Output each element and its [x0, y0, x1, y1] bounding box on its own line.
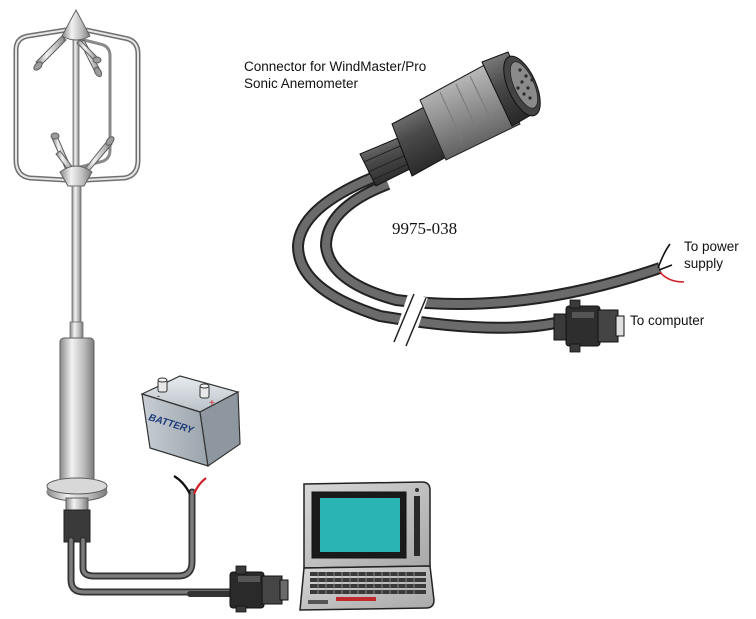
laptop-screen [320, 498, 400, 552]
computer-label: To computer [630, 313, 705, 328]
anemometer-top-hub [61, 8, 91, 41]
laptop [299, 481, 435, 611]
power-label-line2: supply [684, 256, 724, 271]
power-wires [657, 243, 685, 283]
battery-terminals: - + [157, 377, 215, 409]
laptop-serial-connector [229, 565, 289, 613]
battery-side [199, 391, 241, 468]
anemometer-cables [67, 488, 236, 597]
anemometer-mast [71, 185, 82, 337]
anemometer [13, 8, 141, 543]
upper-transducers [33, 35, 103, 78]
connector-label-line1: Connector for WindMaster/Pro [244, 59, 427, 74]
connector-label-line2: Sonic Anemometer [244, 76, 359, 91]
battery: - + BATTERY [140, 375, 241, 468]
laptop-keyboard [310, 572, 426, 594]
svg-text:-: - [157, 391, 160, 401]
sonic-connector [359, 51, 541, 187]
power-supply-label: To power supply [684, 238, 739, 272]
svg-text:+: + [209, 398, 215, 409]
assembly-cables [291, 172, 662, 334]
battery-wires [173, 475, 207, 495]
connector-label: Connector for WindMaster/Pro Sonic Anemo… [244, 58, 426, 92]
anemometer-cable-boot [63, 509, 91, 543]
computer-serial-connector [553, 299, 625, 353]
anemometer-body [59, 337, 95, 485]
power-label-line1: To power [684, 239, 739, 254]
anemometer-bottom-hub [59, 165, 93, 187]
cable-break-marks [393, 291, 428, 347]
part-number-label: 9975-038 [392, 219, 458, 238]
cable-assembly [291, 51, 685, 353]
